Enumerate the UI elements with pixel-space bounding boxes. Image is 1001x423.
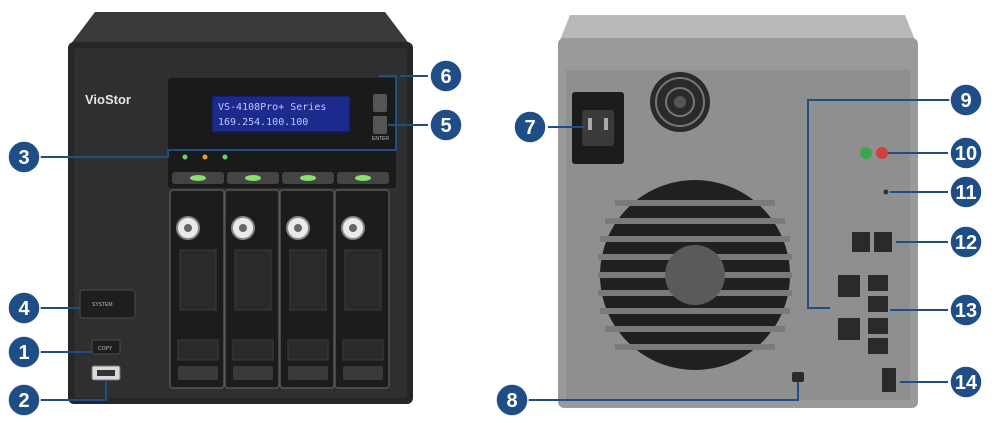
rear-usb-port-4[interactable] [868,296,888,312]
callout-3-label: 3 [18,147,29,169]
rear-usb-port-1[interactable] [852,232,870,252]
rear-usb-port-3[interactable] [868,275,888,291]
callout-11-label: 11 [955,182,976,204]
callout-11: 11 [949,175,983,209]
leader-9 [807,99,950,309]
callout-3: 3 [7,140,41,174]
tray-led-1-light [190,175,206,181]
audio-line-out-jack[interactable] [860,147,872,159]
lcd-screen [211,95,351,133]
tray-led-2-light [245,175,261,181]
callout-13-label: 13 [955,300,977,322]
callout-5: 5 [429,108,463,142]
leader-8 [528,382,799,401]
leader-3 [40,75,397,158]
callout-5-label: 5 [440,115,451,137]
select-button[interactable] [373,94,387,112]
callout-4: 4 [7,291,41,325]
callout-9: 9 [949,83,983,117]
drive-tray-4[interactable] [334,189,390,389]
callout-1: 1 [7,335,41,369]
rear-usb-port-5[interactable] [868,318,888,334]
callout-14-label: 14 [955,372,978,394]
callout-10: 10 [949,136,983,170]
lan-port-2[interactable] [838,318,860,340]
fan-hub [665,245,725,305]
drive-tray-3[interactable] [279,189,335,389]
callout-6-label: 6 [440,66,451,88]
callout-7-label: 7 [524,117,535,139]
front-view: VioStor VS-4108Pro+ Series 169.254.100.1… [68,12,413,404]
power-label: SYSTEM [92,302,113,308]
leader-2 [40,380,107,401]
front-top-face [70,12,410,45]
drive-tray-1[interactable] [169,189,225,389]
callout-1-label: 1 [18,342,29,364]
audio-mic-jack[interactable] [876,147,888,159]
copy-label: COPY [98,346,113,352]
callout-13: 13 [949,293,983,327]
lcd-line-1: VS-4108Pro+ Series [218,102,326,113]
copy-button[interactable] [91,339,121,355]
back-view [558,15,918,408]
leader-lines [40,75,950,401]
drive-tray-2[interactable] [224,189,280,389]
callout-4-label: 4 [18,298,30,320]
security-slot[interactable] [792,372,804,382]
callout-2: 2 [7,383,41,417]
callout-12: 12 [949,225,983,259]
callout-9-label: 9 [960,90,971,112]
callout-2-label: 2 [18,390,29,412]
rear-usb-port-6[interactable] [868,338,888,354]
reset-hole[interactable] [883,189,889,195]
tray-led-4-light [355,175,371,181]
rear-usb-port-2[interactable] [874,232,892,252]
callout-8: 8 [495,383,529,417]
power-button[interactable] [79,289,136,319]
enter-button[interactable] [373,116,387,134]
brand-logo: VioStor [85,92,131,107]
status-led-2 [202,154,208,160]
status-led-3 [222,154,228,160]
lan-port-1[interactable] [838,275,860,297]
lcd-bezel [168,78,396,188]
callout-14: 14 [949,365,983,399]
callout-10-label: 10 [955,143,977,165]
hdmi-port[interactable] [882,368,896,392]
status-led-1 [182,154,188,160]
callout-7: 7 [513,110,547,144]
tray-led-3-light [300,175,316,181]
callout-8-label: 8 [506,390,517,412]
callout-12-label: 12 [955,232,977,254]
callout-6: 6 [429,59,463,93]
back-top-face [560,15,915,40]
lcd-line-2: 169.254.100.100 [218,117,308,128]
enter-label: ENTER [372,136,389,142]
